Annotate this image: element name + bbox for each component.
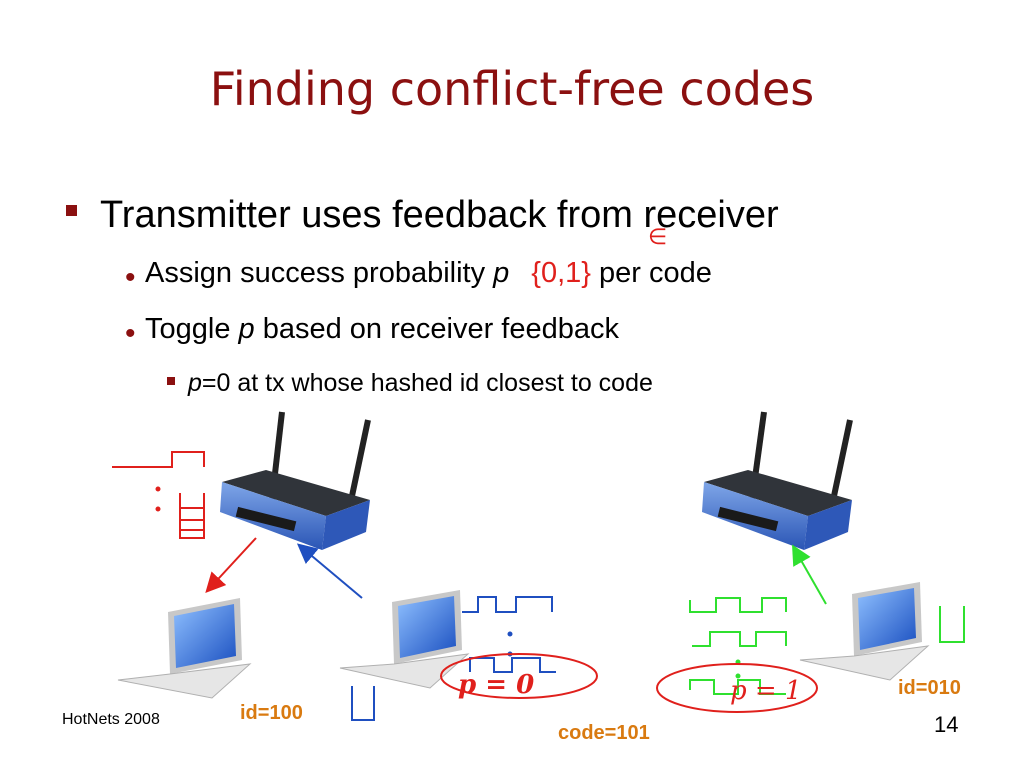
- router-right-icon: [702, 411, 853, 550]
- element-of-symbol: ∈: [648, 224, 668, 249]
- sub3-text: =0 at tx whose hashed id closest to code: [201, 369, 653, 397]
- codes-green: [689, 597, 965, 695]
- sub2-variable: p: [238, 313, 255, 345]
- sub2-suffix: based on receiver feedback: [254, 313, 619, 345]
- slide-title: Finding conflict-free codes: [209, 62, 815, 116]
- sub1-suffix: per code: [590, 257, 712, 289]
- feedback-codes-red: [112, 451, 205, 539]
- id-right-label: id=010: [898, 677, 961, 699]
- router-left-icon: [220, 411, 371, 550]
- bullet-dot-2: •: [125, 317, 136, 350]
- bullet-dot-1: •: [125, 261, 136, 294]
- laptop-right-icon: [799, 582, 930, 681]
- sub1-prefix: Assign success probability: [145, 257, 494, 289]
- p-one-label: p = 1: [730, 676, 802, 706]
- bullet-line-4: p=0 at tx whose hashed id closest to cod…: [188, 369, 653, 398]
- bullet-line-1: Transmitter uses feedback from receiver: [100, 194, 779, 236]
- page-number: 14: [934, 712, 959, 737]
- id-left-label: id=100: [240, 702, 303, 724]
- bullet-small-square: [167, 377, 175, 385]
- sub2-prefix: Toggle: [145, 313, 239, 345]
- sub3-variable: p: [188, 369, 202, 397]
- footer-conference: HotNets 2008: [62, 711, 160, 728]
- p-zero-label: p = 0: [458, 670, 535, 700]
- bullet-line-3: Toggle p based on receiver feedback: [145, 313, 619, 346]
- sub1-variable: p: [493, 257, 510, 289]
- laptop-middle-icon: [339, 590, 470, 689]
- sub1-set: {0,1}: [531, 257, 591, 289]
- bullet-line-2: Assign success probability p {0,1} per co…: [145, 257, 712, 290]
- code-label: code=101: [558, 722, 650, 744]
- bullet-square: [66, 205, 77, 216]
- laptop-left-icon: [117, 598, 252, 699]
